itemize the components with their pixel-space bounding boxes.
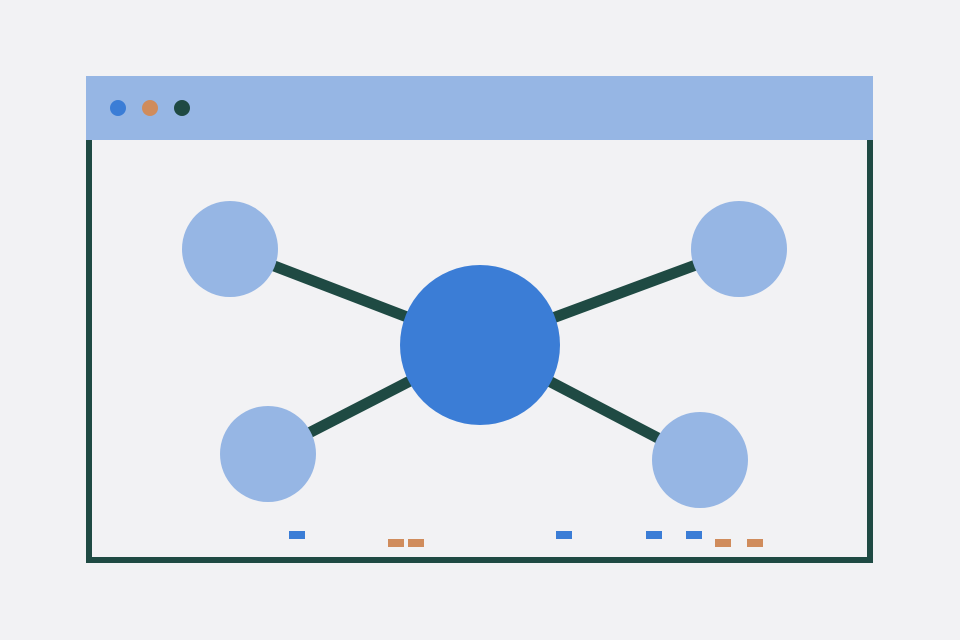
node-bottom-left[interactable] (220, 406, 316, 502)
node-top-left[interactable] (182, 201, 278, 297)
minimize-window-button[interactable] (142, 100, 158, 116)
marker-orange (747, 539, 763, 547)
marker-orange (715, 539, 731, 547)
marker-blue (686, 531, 702, 539)
window-titlebar[interactable] (86, 76, 873, 140)
node-bottom-right[interactable] (652, 412, 748, 508)
marker-orange (408, 539, 424, 547)
close-window-button[interactable] (110, 100, 126, 116)
marker-orange (388, 539, 404, 547)
marker-blue (646, 531, 662, 539)
node-hub[interactable] (400, 265, 560, 425)
maximize-window-button[interactable] (174, 100, 190, 116)
diagram-markers (289, 531, 763, 547)
marker-blue (556, 531, 572, 539)
marker-blue (289, 531, 305, 539)
node-top-right[interactable] (691, 201, 787, 297)
diagram-nodes (182, 201, 787, 508)
